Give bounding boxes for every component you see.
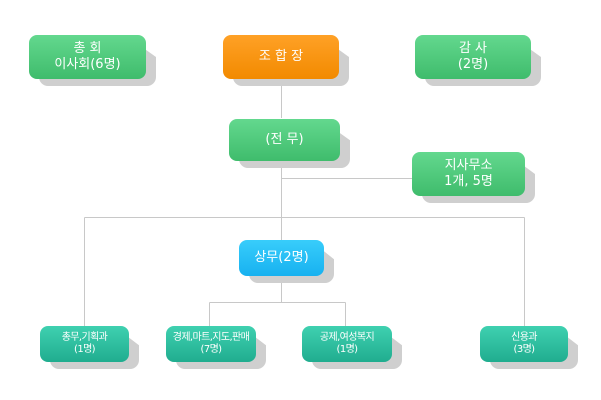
node-subtitle: (3명) [513, 344, 536, 355]
node-title: (전 무) [265, 131, 304, 147]
node-title: 지사무소 [444, 157, 493, 173]
node-title: 총무,기획과 [61, 331, 108, 343]
node-box: (전 무) [229, 119, 340, 161]
node-title: 총 회 [73, 40, 102, 56]
node-box: 조 합 장 [223, 35, 339, 79]
node-box: 신용과 (3명) [480, 326, 568, 362]
node-general-assembly[interactable]: 총 회 이사회(6명) [29, 35, 156, 86]
node-executive-director[interactable]: (전 무) [229, 119, 350, 168]
node-subtitle: (1명) [336, 344, 359, 355]
node-mutual-aid[interactable]: 공제,여성복지 (1명) [302, 326, 402, 369]
node-box: 공제,여성복지 (1명) [302, 326, 392, 362]
node-box: 총무,기획과 (1명) [40, 326, 129, 362]
node-title: 상무(2명) [254, 249, 309, 265]
node-box: 경제,마트,지도,판매 (7명) [166, 326, 256, 362]
node-chairman[interactable]: 조 합 장 [223, 35, 349, 86]
node-title: 경제,마트,지도,판매 [172, 331, 250, 343]
node-box: 지사무소 1개, 5명 [412, 152, 525, 196]
node-managing-director[interactable]: 상무(2명) [239, 240, 334, 283]
node-title: 감 사 [458, 40, 488, 56]
node-general-affairs[interactable]: 총무,기획과 (1명) [40, 326, 139, 369]
node-box: 상무(2명) [239, 240, 324, 276]
node-auditor[interactable]: 감 사 (2명) [415, 35, 541, 86]
node-subtitle: (2명) [457, 57, 489, 72]
node-title: 공제,여성복지 [319, 331, 375, 343]
node-subtitle: (1명) [74, 344, 96, 355]
node-subtitle: 이사회(6명) [54, 57, 121, 72]
node-economic[interactable]: 경제,마트,지도,판매 (7명) [166, 326, 266, 369]
node-title: 신용과 [511, 331, 537, 343]
node-box: 감 사 (2명) [415, 35, 531, 79]
node-branch-office[interactable]: 지사무소 1개, 5명 [412, 152, 535, 203]
node-subtitle: 1개, 5명 [444, 174, 493, 189]
node-box: 총 회 이사회(6명) [29, 35, 146, 79]
node-credit[interactable]: 신용과 (3명) [480, 326, 578, 369]
node-subtitle: (7명) [200, 344, 223, 355]
node-title: 조 합 장 [258, 48, 304, 64]
